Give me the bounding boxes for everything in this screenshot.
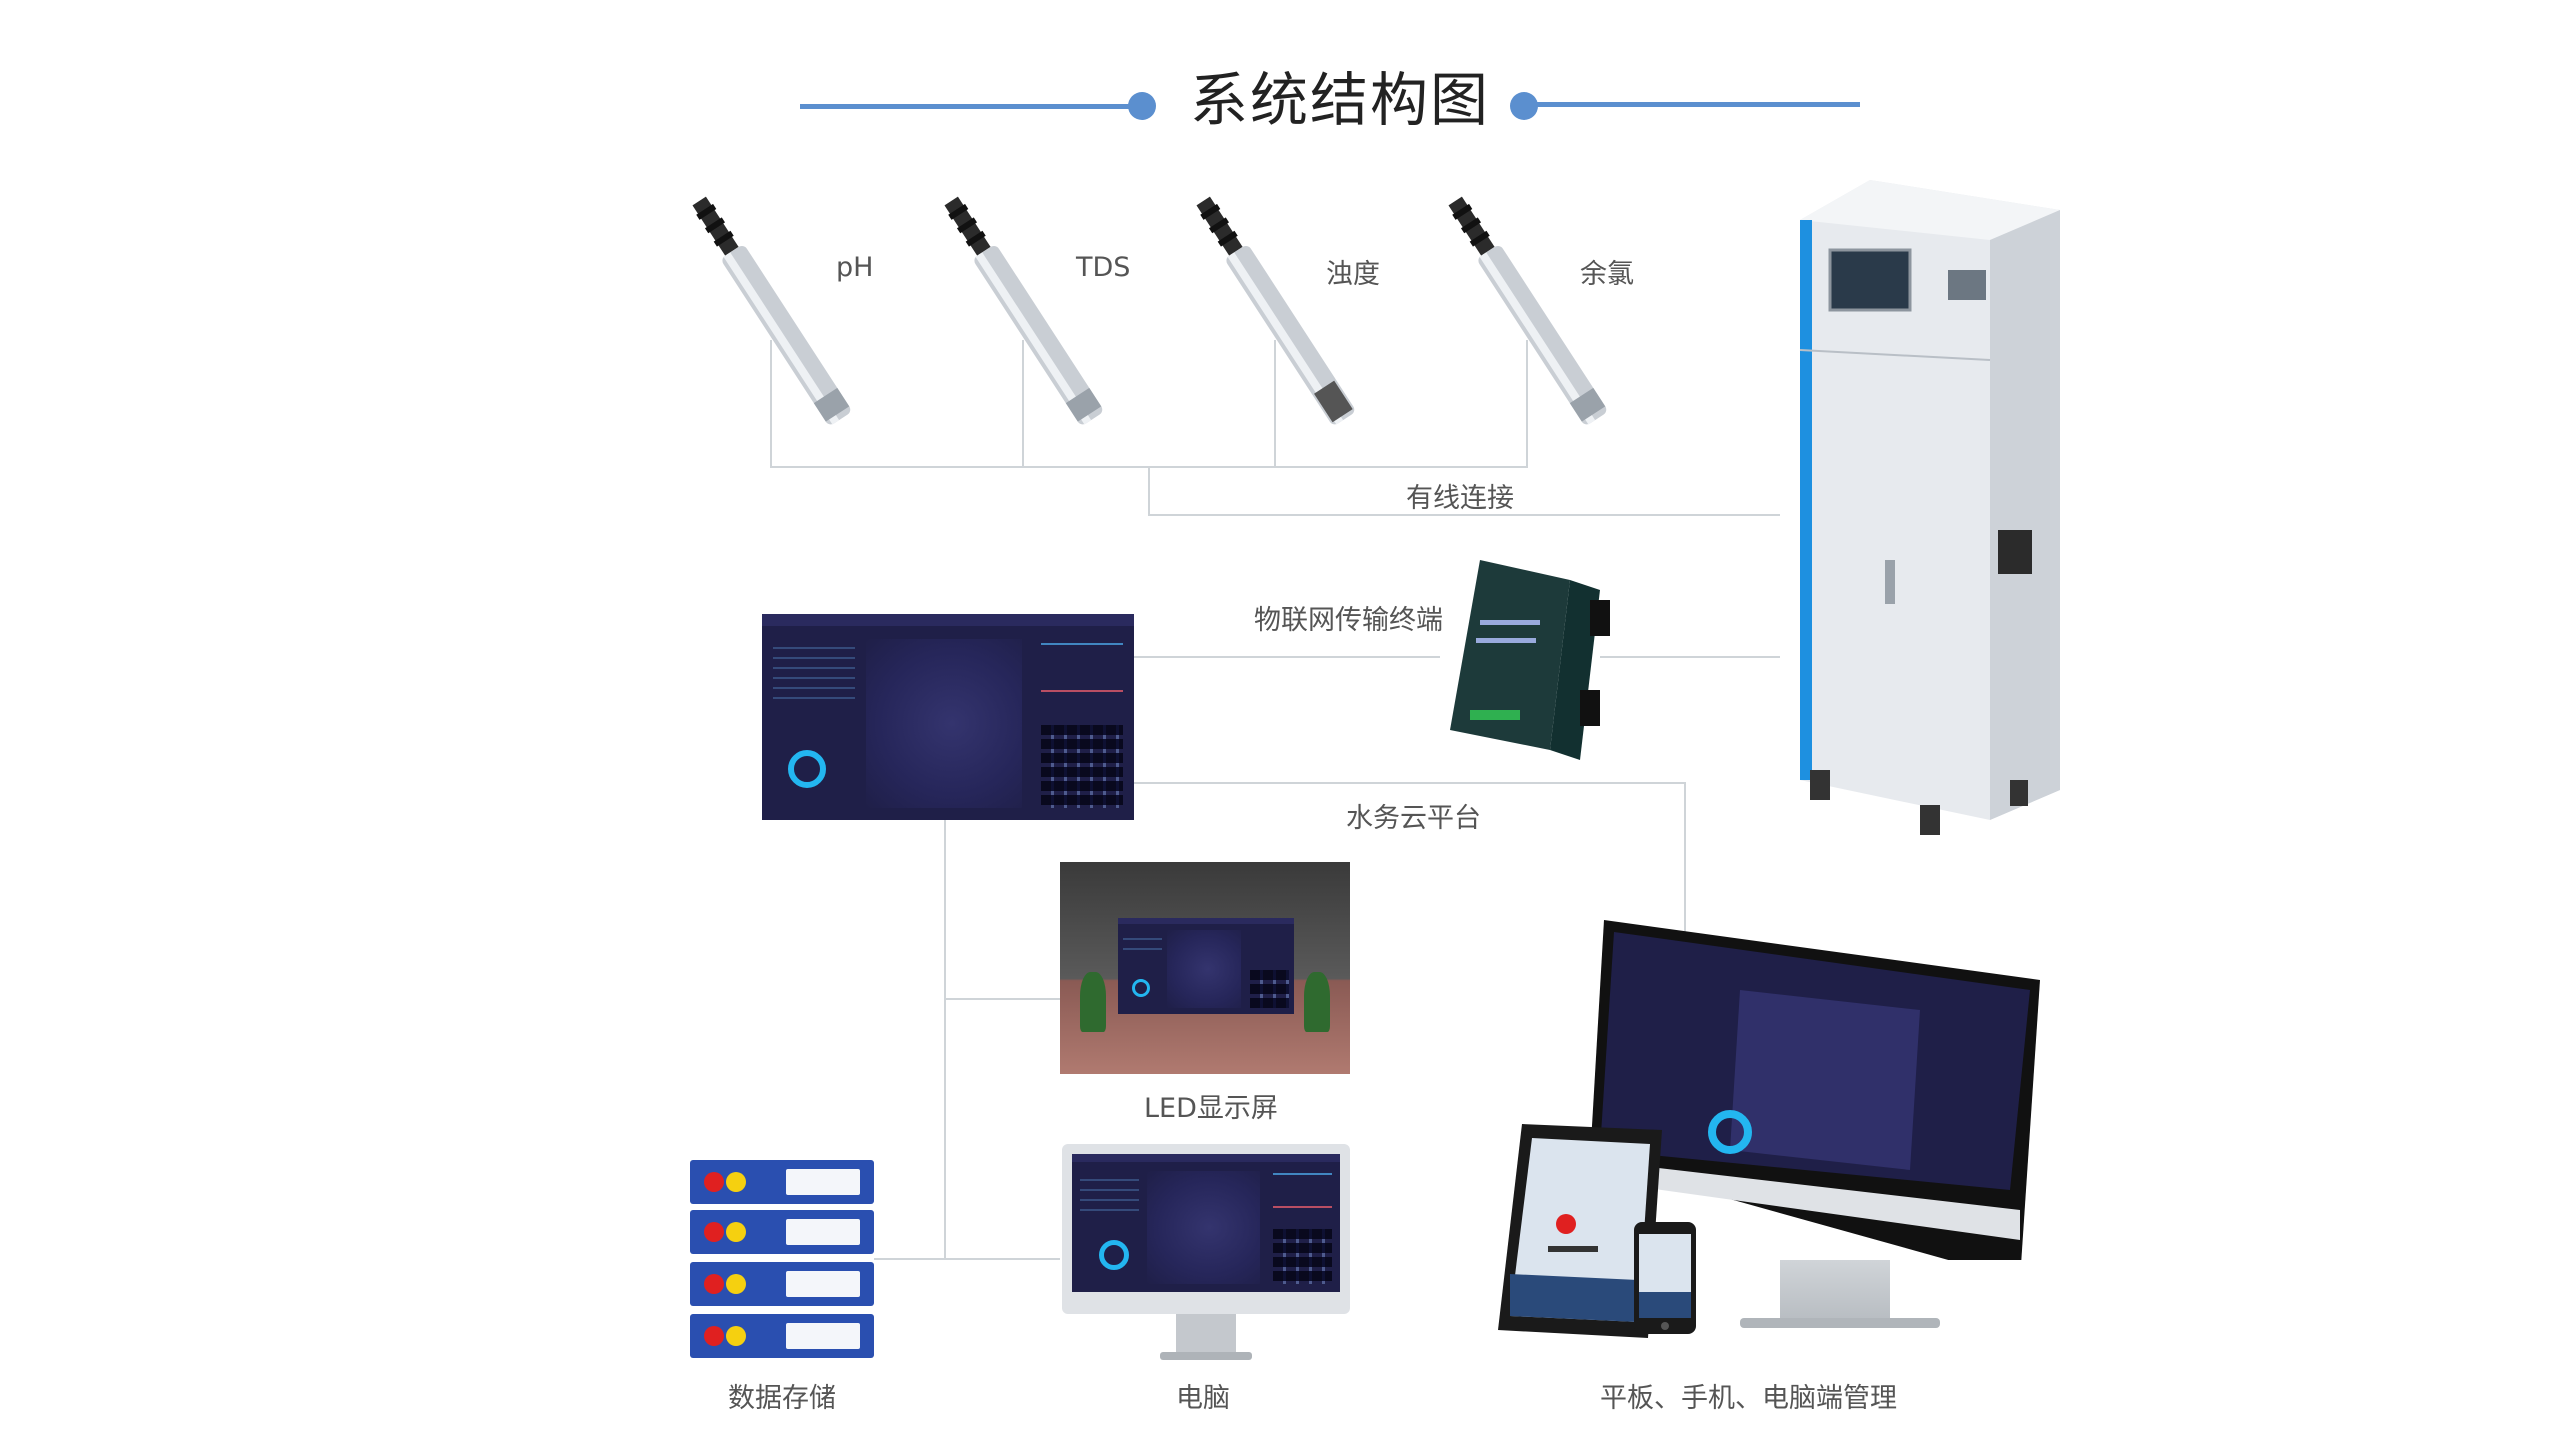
data-storage-label: 数据存储 [728,1383,836,1414]
monitor-stand [1176,1314,1236,1354]
led-screen-label: LED显示屏 [1144,1093,1278,1124]
wired-connection-label: 有线连接 [1406,483,1514,514]
title-line-left [800,104,1140,109]
multi-device-label: 平板、手机、电脑端管理 [1600,1383,1897,1414]
large-monitor [1590,920,2040,1260]
server-unit [690,1314,874,1358]
desktop-monitor [1062,1144,1350,1314]
monitor-base [1160,1352,1252,1360]
ph-sensor-probe [692,196,851,425]
large-monitor-stand [1780,1260,1890,1320]
tds-sensor-probe [944,196,1103,425]
turbidity-sensor-probe [1196,196,1355,425]
tds-label: TDS [1076,252,1131,283]
led-display-wall-photo [1060,862,1350,1074]
tablet-device [1498,1124,1662,1338]
diagram-title: 系统结构图 [1189,66,1490,134]
monitoring-dashboard-screen [762,614,1134,820]
turbidity-label: 浊度 [1326,259,1380,290]
computer-label: 电脑 [1176,1383,1230,1414]
cloud-platform-label: 水务云平台 [1346,803,1481,834]
mobile-phone [1634,1222,1696,1334]
iot-gateway-device [1450,560,1610,760]
server-unit [690,1262,874,1306]
server-unit [690,1210,874,1254]
iot-terminal-label: 物联网传输终端 [1254,605,1443,636]
server-unit [690,1160,874,1204]
residual-chlorine-sensor-probe [1448,196,1607,425]
ph-label: pH [836,252,874,283]
water-quality-analyzer-cabinet [1799,180,2060,835]
title-dot-left [1128,92,1156,120]
large-monitor-base [1740,1318,1940,1328]
title-line-right [1530,102,1860,107]
residual-chlorine-label: 余氯 [1580,259,1634,290]
